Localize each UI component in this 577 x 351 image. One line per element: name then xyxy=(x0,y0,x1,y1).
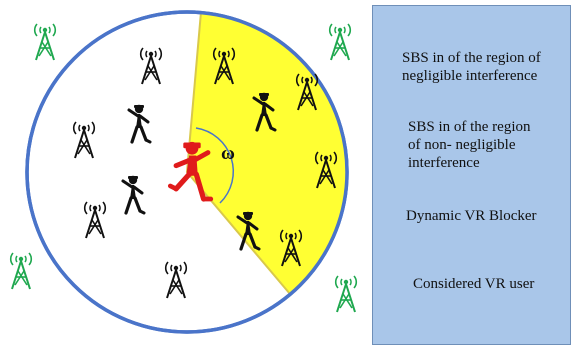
legend-item-blocker: Dynamic VR Blocker xyxy=(406,207,537,225)
legend-text-line: interference xyxy=(408,155,480,171)
legend-text-line: SBS in of the region of xyxy=(402,50,541,66)
legend-text-line: of non- negligible xyxy=(408,137,516,153)
tower-icon xyxy=(328,23,352,61)
legend-item-non-negligible: SBS in of the region of non- negligible … xyxy=(408,118,531,172)
legend-text-line: Considered VR user xyxy=(413,276,535,292)
tower-icon xyxy=(33,23,57,61)
legend-text-line: SBS in of the region xyxy=(408,119,531,135)
tower-icon xyxy=(9,252,33,290)
legend-text-line: Dynamic VR Blocker xyxy=(406,208,537,224)
legend-item-negligible: SBS in of the region of negligible inter… xyxy=(402,49,541,85)
legend-panel xyxy=(372,5,571,345)
tower-icon xyxy=(334,275,358,313)
legend-item-vr-user: Considered VR user xyxy=(413,275,534,293)
coverage-circle-outline xyxy=(25,10,349,334)
angle-arc xyxy=(195,127,234,204)
legend-text-line: negligible interference xyxy=(402,68,538,84)
angle-label: ω xyxy=(221,143,235,164)
